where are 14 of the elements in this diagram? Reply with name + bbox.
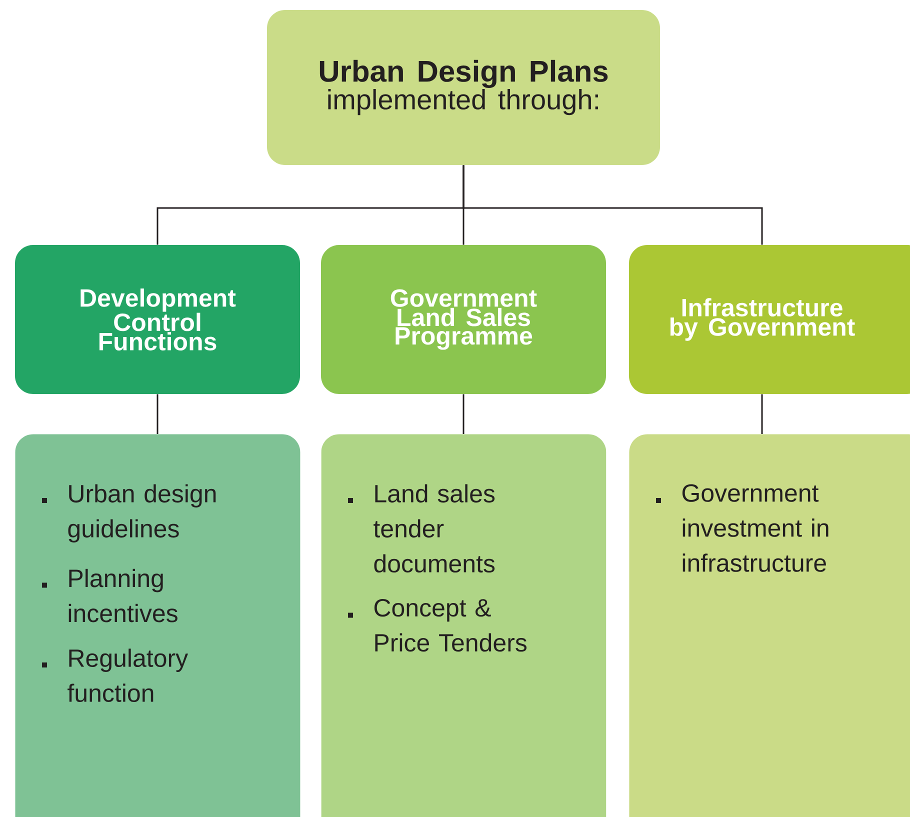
bullet-item: Urban design guidelines (42, 484, 216, 542)
bullet-item: Concept & Price Tenders (348, 598, 527, 652)
bullet-item: Land sales tender documents (348, 484, 495, 573)
category-box: Infrastructure by Government (629, 245, 910, 394)
category-box: Development Control Functions (15, 245, 300, 394)
connector-line (761, 394, 763, 434)
bullet-item: Regulatory function (42, 648, 188, 702)
connector-line (462, 165, 763, 245)
category-box: Government Land Sales Programme (321, 245, 606, 394)
bullet-item: Government investment in infrastructure (656, 484, 828, 572)
title-box: Urban Design Plans implemented through: (267, 10, 660, 165)
bullet-item: Planning incentives (42, 568, 178, 622)
connector-line (156, 394, 158, 434)
connector-line (462, 394, 464, 434)
